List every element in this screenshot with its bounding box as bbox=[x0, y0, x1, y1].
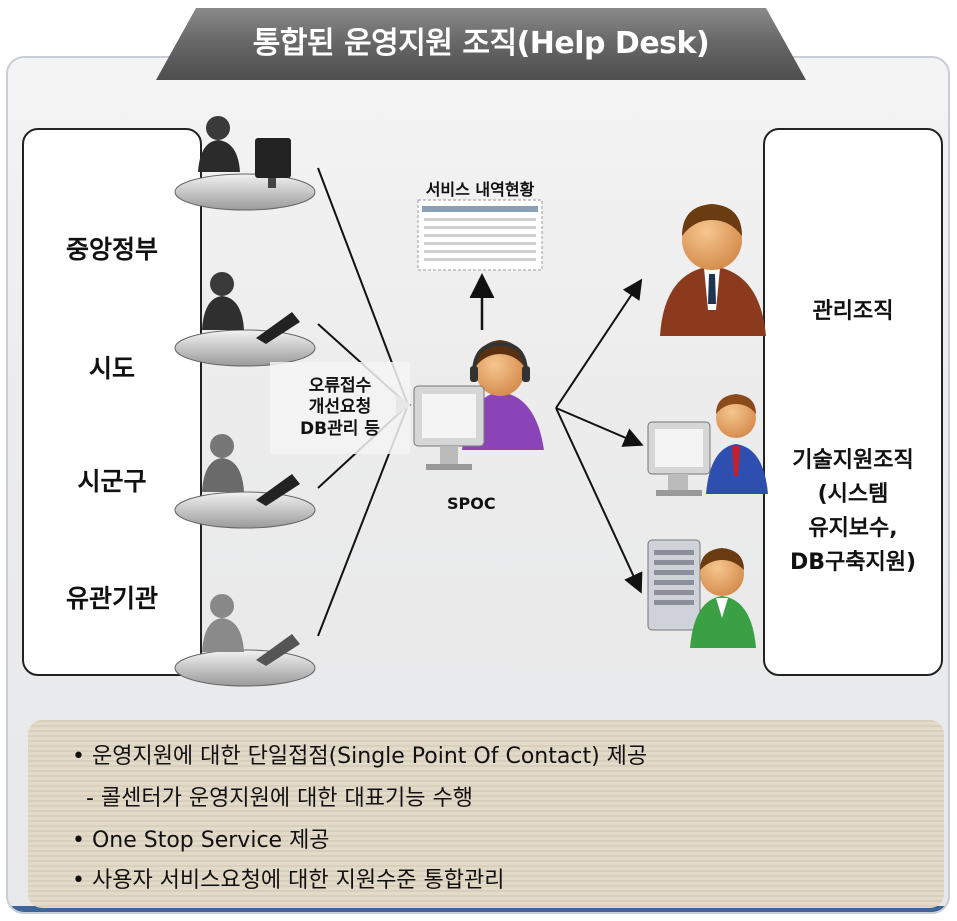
org-label-related-agency: 유관기관 bbox=[65, 584, 158, 613]
workstation-user-1 bbox=[174, 116, 316, 211]
caption-improvement-request: 개선요청 bbox=[308, 397, 372, 418]
management-org-label: 관리조직 bbox=[812, 299, 894, 324]
org-label-central-gov: 중앙정부 bbox=[65, 235, 158, 264]
dispatch-arrow-tech bbox=[555, 407, 644, 447]
workstation-user-2 bbox=[174, 272, 316, 367]
spoc-operator bbox=[413, 340, 544, 470]
caption-db-management: DB관리 등 bbox=[300, 418, 380, 439]
caption-error-report: 오류접수 bbox=[308, 376, 372, 397]
title-tab-shape bbox=[156, 8, 806, 80]
manager-figure bbox=[660, 204, 766, 336]
request-types-caption: 오류접수 개선요청 DB관리 등 bbox=[270, 362, 410, 454]
workstation-user-3 bbox=[174, 434, 316, 529]
org-label-province: 시도 bbox=[88, 354, 135, 383]
tech-support-figure bbox=[647, 394, 768, 496]
workstation-user-4 bbox=[174, 594, 316, 687]
dispatch-arrow-db bbox=[555, 407, 643, 594]
page-title: 통합된 운영지원 조직(Help Desk) bbox=[252, 26, 710, 61]
user-org-box bbox=[22, 128, 202, 676]
summary-bullet-2: - 콜센터가 운영지원에 대한 대표기능 수행 bbox=[72, 786, 473, 811]
tech-support-label-line1: 기술지원조직 bbox=[792, 448, 914, 473]
service-report-thumbnail bbox=[417, 199, 543, 271]
service-status-title: 서비스 내역현황 bbox=[425, 180, 535, 199]
spoc-label: SPOC bbox=[447, 494, 496, 513]
dispatch-arrow-management bbox=[555, 278, 643, 409]
tech-support-label-line4: DB구축지원) bbox=[789, 550, 917, 575]
org-label-city-county: 시군구 bbox=[77, 467, 147, 496]
tech-support-label-line3: 유지보수, bbox=[808, 516, 898, 541]
summary-bullet-4: • 사용자 서비스요청에 대한 지원수준 통합관리 bbox=[72, 868, 505, 893]
summary-bullet-3: • One Stop Service 제공 bbox=[72, 828, 330, 853]
summary-panel: • 운영지원에 대한 단일접점(Single Point Of Contact)… bbox=[28, 720, 944, 908]
summary-bullet-1: • 운영지원에 대한 단일접점(Single Point Of Contact)… bbox=[72, 744, 648, 769]
title-tab: 통합된 운영지원 조직(Help Desk) bbox=[156, 8, 806, 80]
db-server-figure bbox=[647, 539, 756, 648]
tech-support-label-line2: (시스템 bbox=[817, 482, 889, 507]
support-org-box bbox=[763, 128, 943, 676]
